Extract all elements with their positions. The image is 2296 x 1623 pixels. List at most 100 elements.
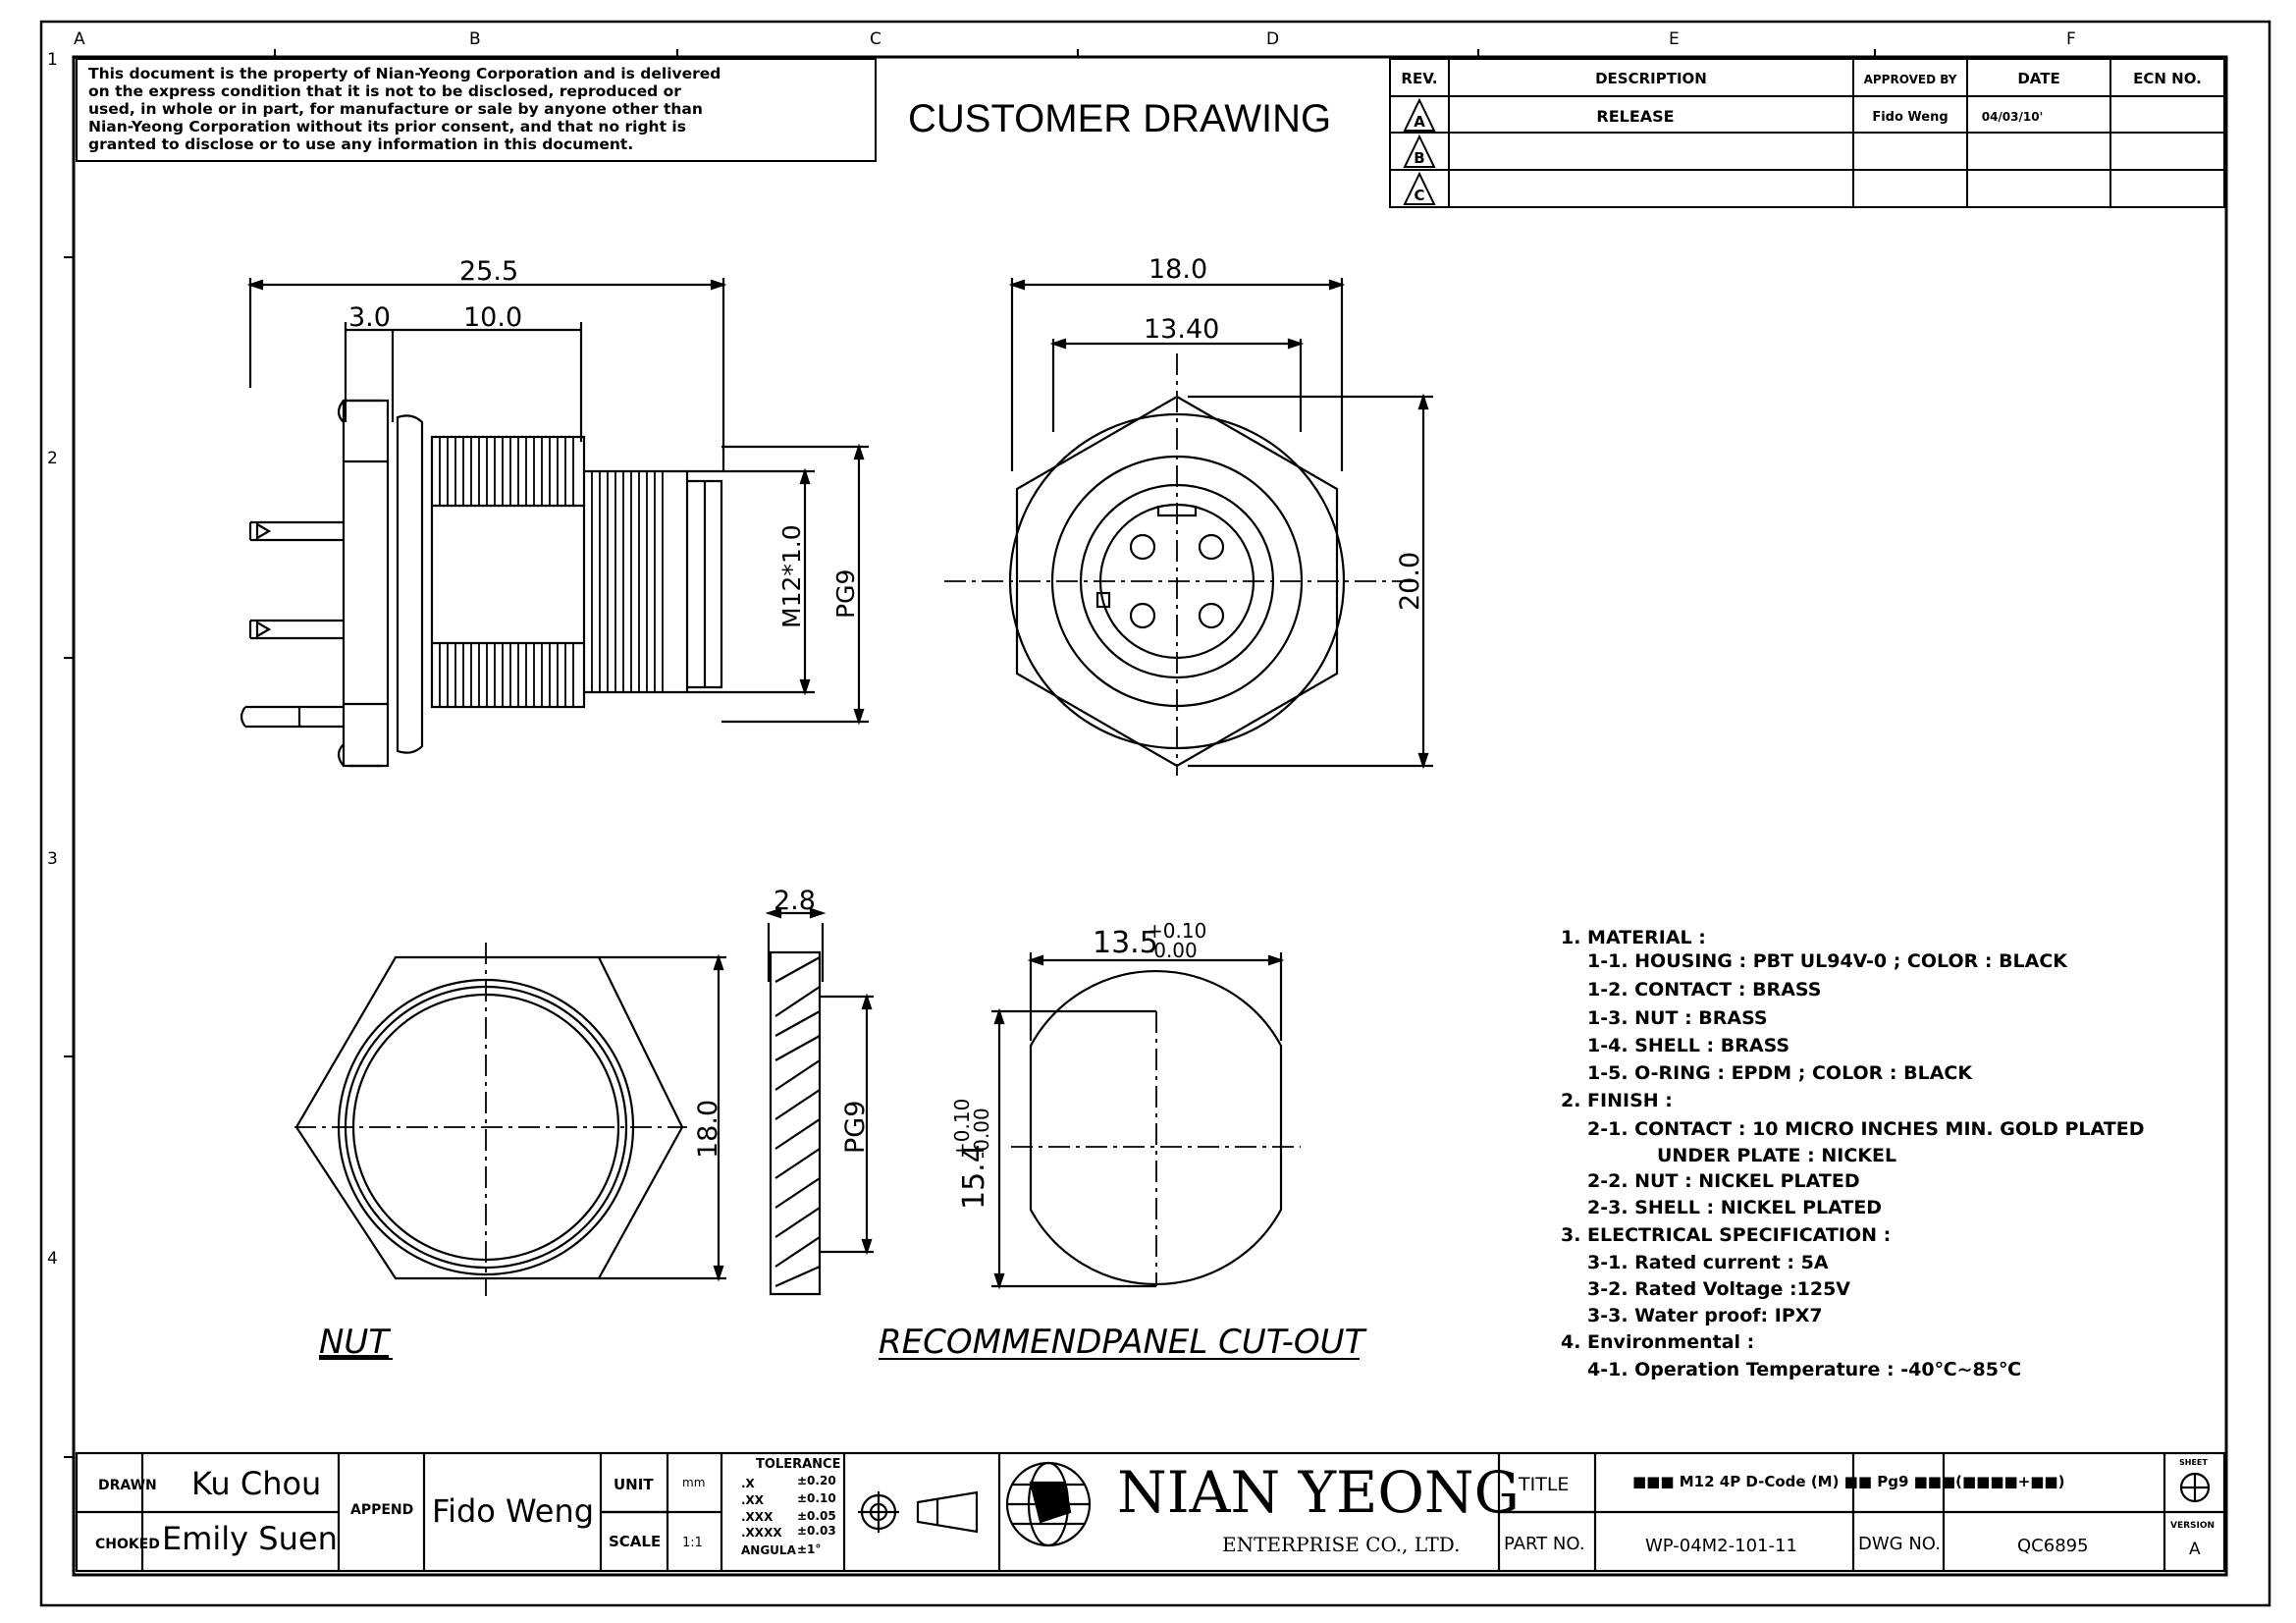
version-label: VERSION	[2170, 1521, 2215, 1531]
drawn-label: DRAWN	[98, 1478, 157, 1493]
nut-side-view	[765, 907, 874, 1296]
dim-13-40: 13.40	[1144, 314, 1219, 345]
dwg-label: DWG NO.	[1858, 1534, 1941, 1554]
col-letter: A	[74, 29, 85, 49]
title-label: TITLE	[1518, 1474, 1569, 1495]
dim-15-4-tol-minus: -0.00	[970, 1108, 993, 1159]
tol-val: ±1°	[797, 1542, 821, 1556]
append-label: APPEND	[350, 1502, 413, 1518]
column-markers: A B C D E F	[74, 29, 2076, 57]
dim-pg9: PG9	[831, 569, 860, 619]
col-letter: F	[2066, 29, 2076, 49]
row-number: 4	[47, 1249, 58, 1269]
part-value: WP-04M2-101-11	[1645, 1536, 1797, 1556]
checked-label: CHOKED	[95, 1537, 160, 1552]
spec-line: 1-4. SHELL : BRASS	[1587, 1035, 1789, 1056]
spec-line: 1-2. CONTACT : BRASS	[1587, 979, 1821, 1001]
notice-line: This document is the property of Nian-Ye…	[88, 65, 721, 82]
append-by: Fido Weng	[432, 1492, 594, 1530]
spec-line: 2-3. SHELL : NICKEL PLATED	[1587, 1197, 1882, 1218]
revision-table: REV. DESCRIPTION APPROVED BY DATE ECN NO…	[1389, 58, 2225, 208]
tol-key: .X	[741, 1477, 756, 1490]
tol-val: ±0.03	[797, 1524, 836, 1538]
inner-frame	[72, 55, 2228, 1577]
tol-val: ±0.20	[797, 1474, 836, 1488]
dim-18-0: 18.0	[1148, 254, 1207, 285]
company-subtitle: ENTERPRISE CO., LTD.	[1222, 1533, 1460, 1556]
spec-line: 4. Environmental :	[1561, 1331, 1754, 1353]
unit-value: mm	[682, 1476, 705, 1489]
tolerance-title: TOLERANCE	[756, 1457, 840, 1472]
spec-line: 1-3. NUT : BRASS	[1587, 1007, 1768, 1029]
scale-value: 1:1	[682, 1536, 703, 1550]
spec-notes: 1. MATERIAL : 1-1. HOUSING : PBT UL94V-0…	[1561, 927, 2144, 1380]
notice-line: used, in whole or in part, for manufactu…	[88, 100, 703, 118]
row-number: 2	[47, 449, 58, 468]
rev-header: REV.	[1401, 70, 1437, 87]
version-value: A	[2189, 1540, 2201, 1559]
dim-m12: M12*1.0	[777, 524, 806, 628]
dim-10-0: 10.0	[463, 302, 522, 333]
spec-line: 4-1. Operation Temperature : -40℃~85℃	[1587, 1359, 2021, 1380]
dim-15-4: 15.4	[957, 1144, 991, 1210]
spec-line: 3-3. Water proof: IPX7	[1587, 1305, 1823, 1326]
tol-key: .XXX	[741, 1510, 774, 1524]
dim-nut-18-0: 18.0	[693, 1100, 723, 1159]
title-block	[75, 1451, 2226, 1573]
ecn-header: ECN NO.	[2133, 70, 2202, 87]
spec-line: 1-5. O-RING : EPDM ; COLOR : BLACK	[1587, 1062, 1973, 1084]
dim-nut-pg9: PG9	[840, 1101, 871, 1154]
description-header: DESCRIPTION	[1595, 70, 1707, 87]
company-name: NIAN YEONG	[1117, 1459, 1520, 1526]
spec-line: 3. ELECTRICAL SPECIFICATION :	[1561, 1224, 1891, 1246]
approved-header: APPROVED BY	[1864, 73, 1957, 86]
row-markers: 1 2 3 4	[47, 50, 74, 1458]
checked-by: Emily Suen	[162, 1520, 338, 1557]
side-view	[240, 278, 869, 768]
notice-line: Nian-Yeong Corporation without its prior…	[88, 118, 686, 135]
col-letter: E	[1669, 29, 1680, 49]
sheet-label: SHEET	[2179, 1458, 2208, 1467]
part-label: PART NO.	[1504, 1534, 1585, 1554]
outer-frame	[39, 20, 2271, 1607]
rev-letter: C	[1414, 187, 1424, 204]
front-view-dims: 18.0 13.40 20.0	[1144, 254, 1425, 611]
rev-letter: B	[1414, 149, 1424, 167]
dwg-value: QC6895	[2017, 1536, 2089, 1556]
col-letter: C	[870, 29, 881, 49]
row-number: 1	[47, 50, 58, 70]
dim-3-0: 3.0	[348, 302, 391, 333]
panel-cutout	[991, 952, 1301, 1290]
ownership-notice: This document is the property of Nian-Ye…	[76, 58, 877, 162]
dim-15-4-tol-plus: +0.10	[950, 1099, 974, 1159]
unit-label: UNIT	[614, 1476, 654, 1493]
title-value: ■■■ M12 4P D-Code (M) ■■ Pg9 ■■■(■■■■+■■…	[1632, 1473, 2064, 1490]
drawn-by: Ku Chou	[191, 1465, 321, 1502]
tol-key: ANGULA	[741, 1543, 797, 1557]
scale-label: SCALE	[609, 1533, 661, 1550]
title-block-text: DRAWN Ku Chou CHOKED Emily Suen APPEND F…	[95, 1457, 2215, 1559]
spec-line: 3-2. Rated Voltage :125V	[1587, 1278, 1850, 1300]
rev-date: 04/03/10'	[1982, 110, 2044, 124]
nut-view	[294, 943, 726, 1296]
spec-line: 2. FINISH :	[1561, 1090, 1673, 1111]
cutout-label: RECOMMENDPANEL CUT-OUT	[879, 1323, 1367, 1362]
tol-key: .XX	[741, 1493, 765, 1507]
tol-key: .XXXX	[741, 1526, 782, 1540]
dim-2-8: 2.8	[774, 886, 816, 916]
col-letter: B	[469, 29, 481, 49]
date-header: DATE	[2017, 70, 2059, 87]
spec-line: UNDER PLATE : NICKEL	[1657, 1145, 1896, 1166]
spec-line: 2-2. NUT : NICKEL PLATED	[1587, 1170, 1860, 1192]
dim-20-0: 20.0	[1395, 552, 1425, 611]
customer-drawing-title: CUSTOMER DRAWING	[908, 97, 1331, 140]
rev-approved: Fido Weng	[1872, 110, 1948, 125]
dim-13-5-tol-plus: +0.10	[1147, 919, 1206, 943]
spec-line: 2-1. CONTACT : 10 MICRO INCHES MIN. GOLD…	[1587, 1118, 2144, 1140]
rev-description: RELEASE	[1596, 107, 1674, 126]
spec-line: 1-1. HOUSING : PBT UL94V-0 ; COLOR : BLA…	[1587, 950, 2068, 972]
notice-line: granted to disclose or to use any inform…	[88, 135, 633, 153]
side-view-dims: 25.5 3.0 10.0 M12*1.0 PG9	[348, 256, 860, 628]
spec-line: 1. MATERIAL :	[1561, 927, 1706, 948]
